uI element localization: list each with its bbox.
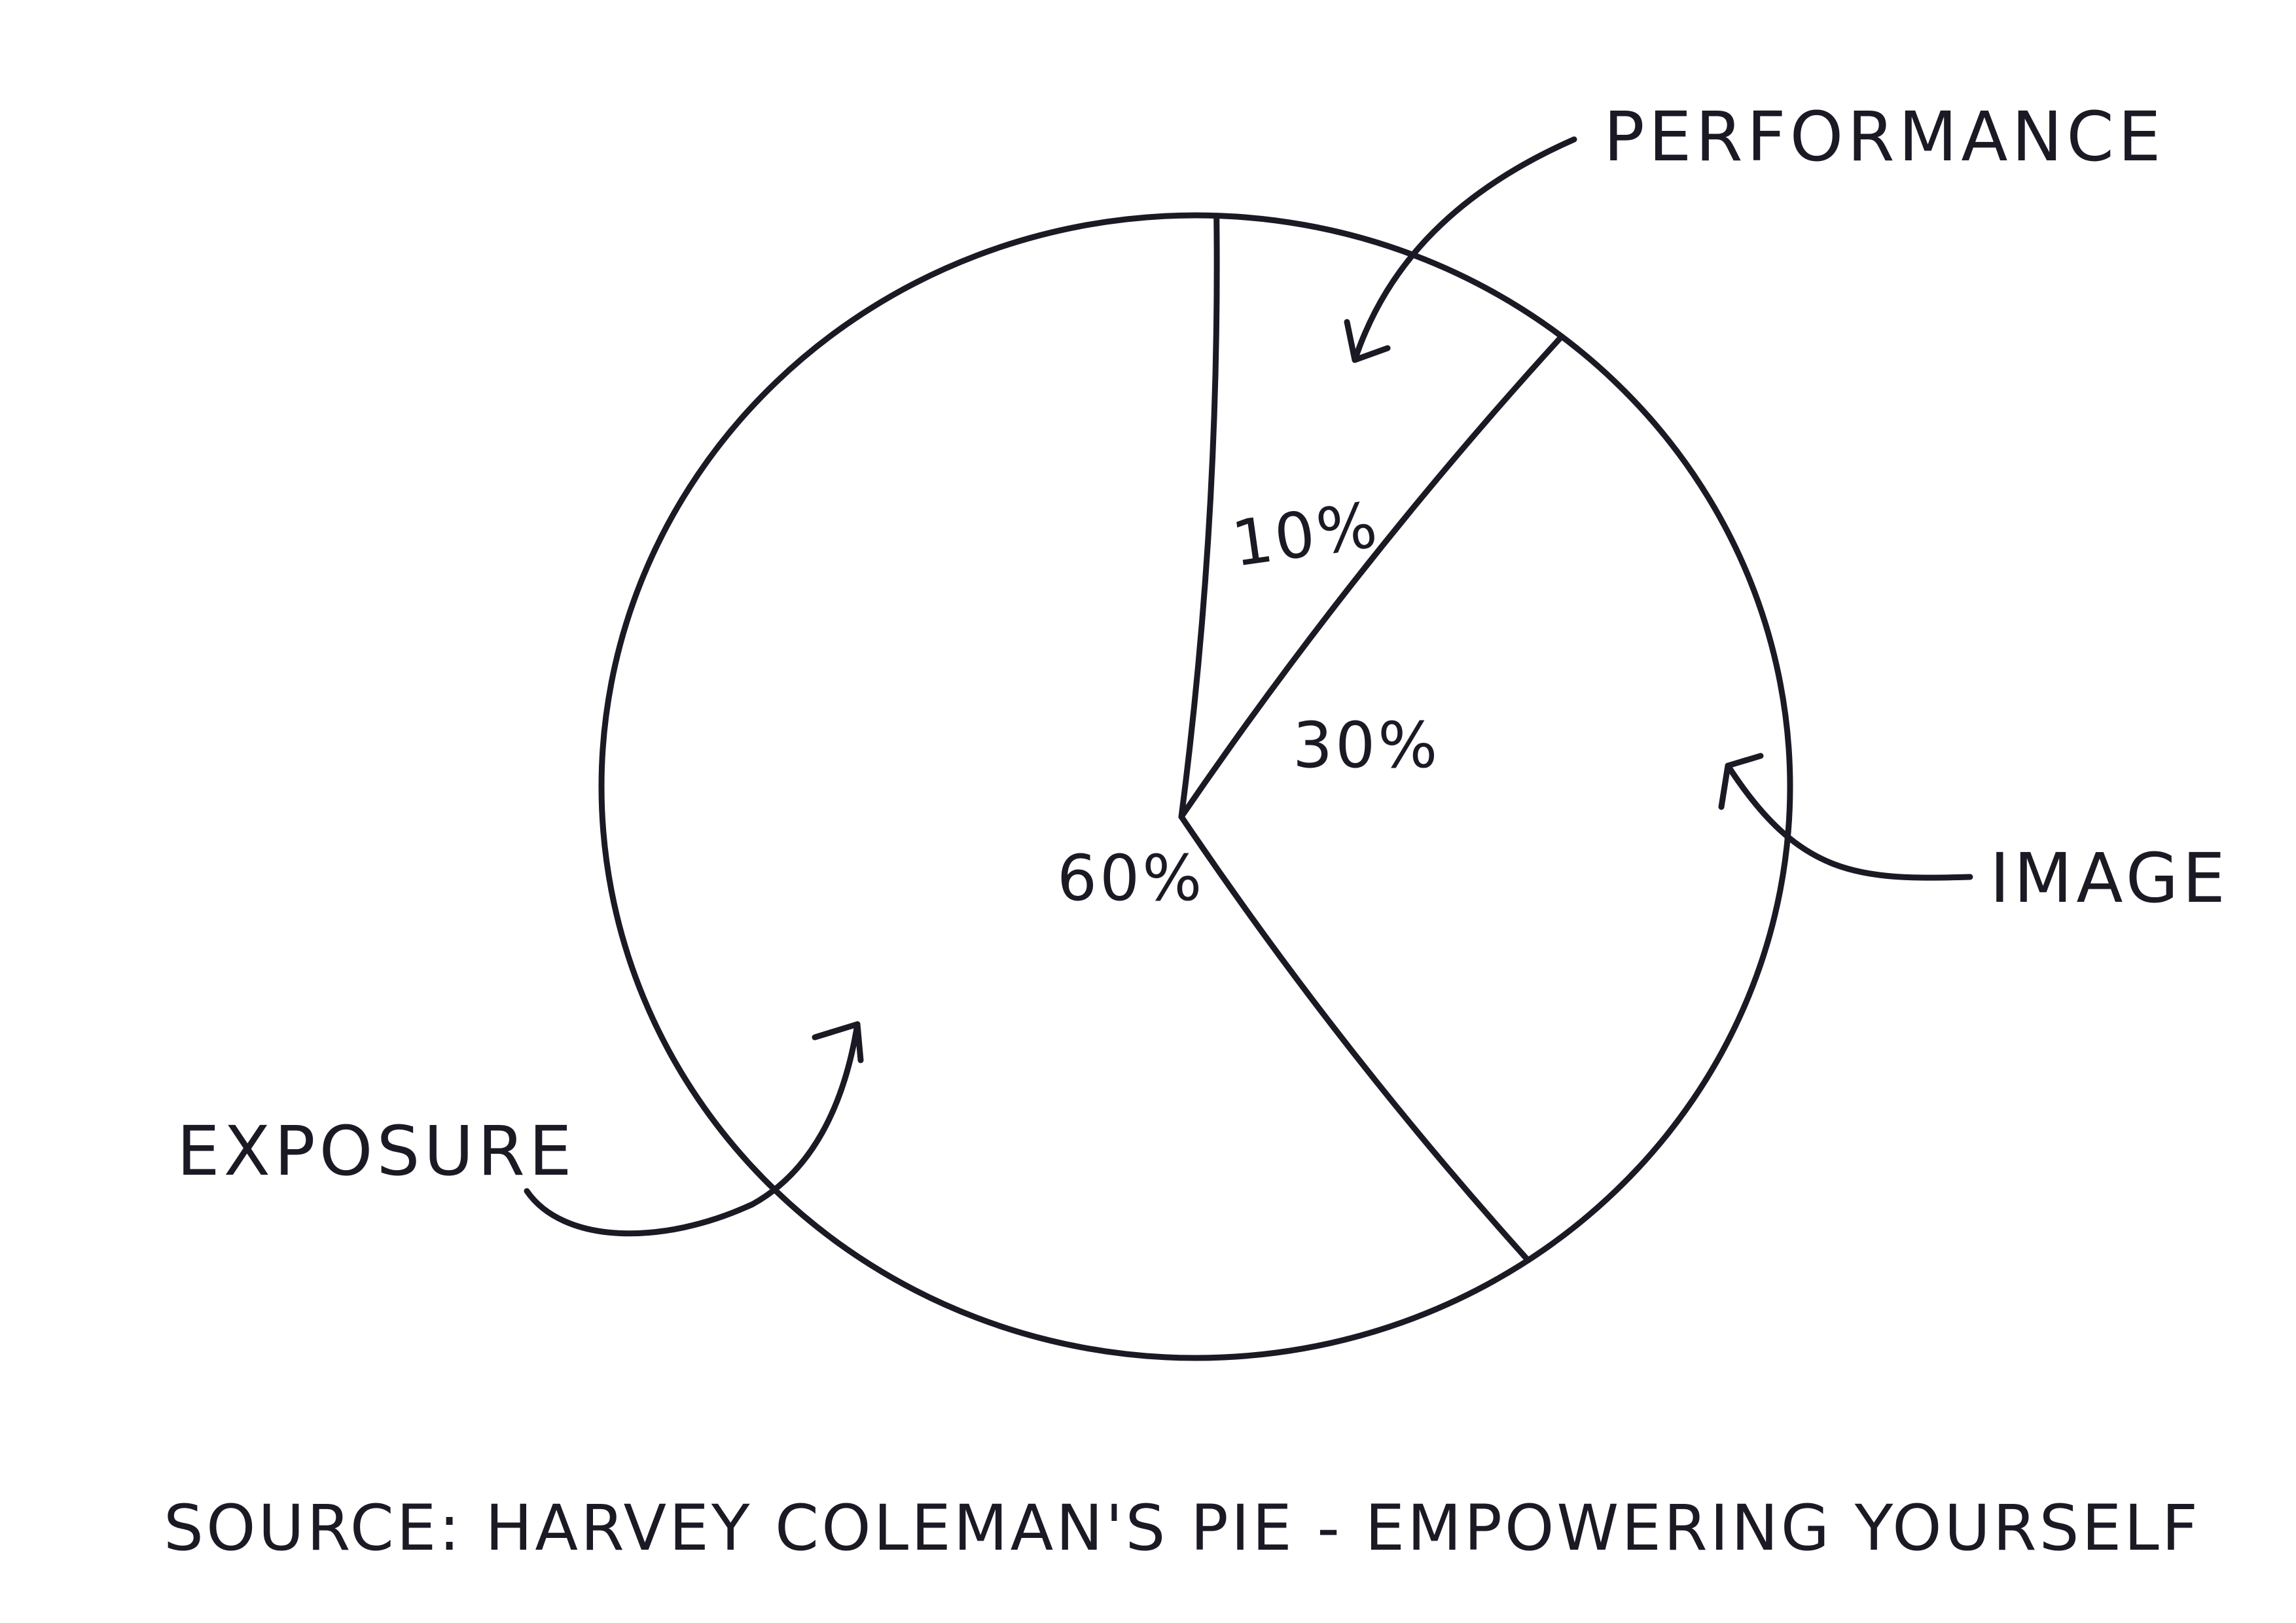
exposure-arrow [524, 1021, 864, 1237]
performance-label: PERFORMANCE [1604, 97, 2165, 177]
slice-boundary-1 [1178, 213, 1220, 820]
slice-boundary-3 [1178, 813, 1532, 1264]
source-note: SOURCE: HARVEY COLEMAN'S PIE - EMPOWERIN… [164, 1491, 2200, 1565]
exposure-label: EXPOSURE [177, 1111, 576, 1191]
annotation-arrows [524, 136, 1973, 1237]
image-value-label: 30% [1293, 709, 1440, 782]
performance-arrow [1344, 136, 1577, 363]
performance-value-label: 10% [1228, 488, 1384, 581]
slice-boundaries [1178, 213, 1565, 1264]
image-arrow [1718, 753, 1973, 881]
image-label: IMAGE [1990, 838, 2229, 918]
pie-outline [598, 212, 1793, 1361]
exposure-value-label: 60% [1057, 842, 1204, 915]
slice-boundary-2 [1178, 333, 1565, 820]
